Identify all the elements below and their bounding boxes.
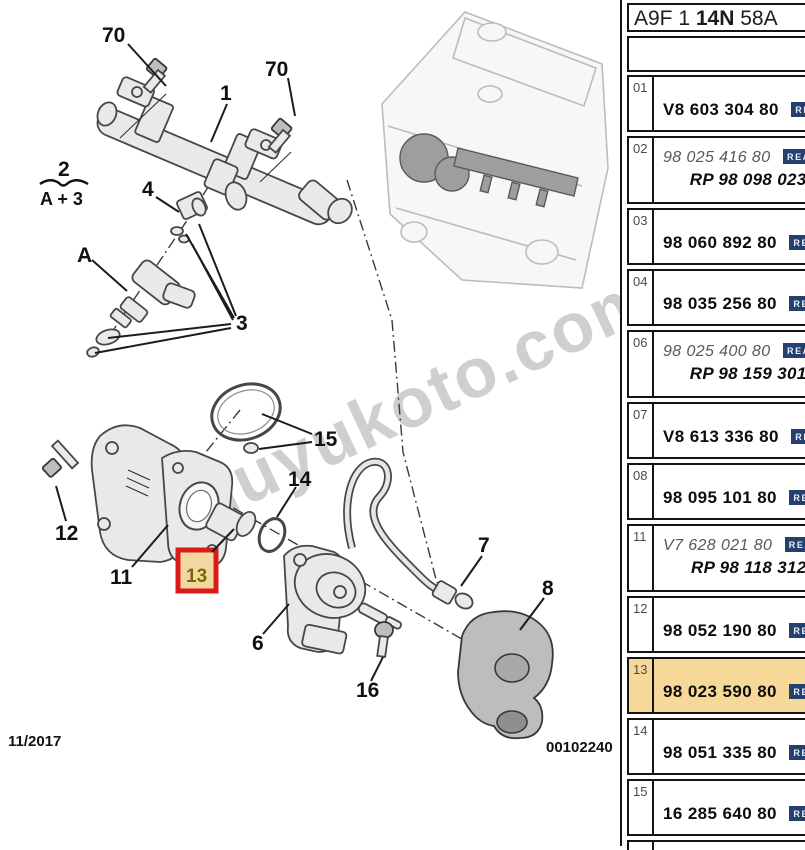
table-row[interactable]: 15 16 285 640 80 REACH: [627, 779, 805, 836]
part-number: 98 060 892 80: [663, 233, 777, 252]
table-row[interactable]: 11 V7 628 021 80 REACH RP 98 118 312 80: [627, 524, 805, 592]
callout-4[interactable]: 4: [142, 178, 154, 201]
row-index: 13: [629, 659, 654, 712]
injector-drawing: [86, 259, 196, 358]
exploded-parts-diagram: duyukoto.com: [8, 11, 620, 756]
part-number: 98 023 590 80: [663, 682, 777, 701]
callout-a-plus-3: A + 3: [40, 189, 83, 209]
row-index: 01: [629, 77, 654, 130]
part-number: 98 025 416 80: [663, 149, 771, 166]
plate-code-suffix: 58A: [734, 7, 778, 30]
part-number: 98 051 335 80: [663, 743, 777, 762]
callout-12[interactable]: 12: [55, 522, 78, 545]
rail-bolt-left-drawing: [142, 57, 168, 94]
table-row[interactable]: 02 98 025 416 80 REACH RP 98 098 023 80: [627, 136, 805, 204]
table-row[interactable]: 06 98 025 400 80 REACH RP 98 159 301 80: [627, 330, 805, 398]
reach-badge[interactable]: REACH: [791, 102, 805, 117]
callout-15[interactable]: 15: [314, 428, 338, 451]
reach-badge[interactable]: REACH: [789, 623, 805, 638]
table-row[interactable]: 01 V8 603 304 80 REACH: [627, 75, 805, 132]
cover-drawing: [457, 610, 554, 740]
row-index: 06: [629, 332, 654, 396]
plate-code-bold: 14N: [695, 7, 735, 30]
part-number: 98 025 400 80: [663, 343, 771, 360]
row-index: 02: [629, 138, 654, 202]
oring-large-drawing: [210, 382, 282, 454]
observation-box: [627, 36, 805, 72]
part-number: 98 052 190 80: [663, 621, 777, 640]
row-index: 07: [629, 404, 654, 457]
reach-badge[interactable]: REACH: [782, 343, 805, 358]
table-row[interactable]: 07 V8 613 336 80 REACH: [627, 402, 805, 459]
fuel-rail-drawing: [96, 76, 353, 226]
hp-pump-drawing: [283, 544, 402, 655]
callout-70-left[interactable]: 70: [102, 24, 125, 47]
callout-7[interactable]: 7: [478, 534, 490, 557]
table-row-partial: [627, 840, 805, 850]
hp-pipe-drawing: [343, 457, 474, 610]
reach-badge[interactable]: REACH: [789, 745, 805, 760]
replacement-part-number: RP 98 118 312 80: [691, 558, 805, 577]
callout-14[interactable]: 14: [288, 468, 312, 491]
row-index: 15: [629, 781, 654, 834]
row-index: 04: [629, 271, 654, 324]
callout-1[interactable]: 1: [220, 82, 232, 105]
callout-3[interactable]: 3: [236, 312, 248, 335]
pump-bolt-drawing: [374, 621, 394, 658]
table-row[interactable]: 13 98 023 590 80 REACH: [627, 657, 805, 714]
table-row[interactable]: 14 98 051 335 80 REACH: [627, 718, 805, 775]
callout-2: 2: [58, 158, 70, 181]
housing-bolt-drawing: [41, 439, 80, 478]
table-row[interactable]: 04 98 035 256 80 REACH: [627, 269, 805, 326]
row-index: 08: [629, 465, 654, 518]
watermark-text: duyukoto.com: [178, 256, 620, 539]
plate-code-header: A9F 1 14N 58A: [627, 3, 805, 32]
reach-badge[interactable]: REACH: [784, 537, 805, 552]
reach-badge[interactable]: REACH: [789, 490, 805, 505]
part-number: V7 628 021 80: [663, 537, 773, 554]
replacement-part-number: RP 98 098 023 80: [689, 170, 805, 189]
selected-part-box: [175, 547, 219, 594]
part-number: 98 095 101 80: [663, 488, 777, 507]
rail-bolt-right-drawing: [267, 117, 293, 154]
callout-13-selected[interactable]: 13: [186, 566, 207, 587]
table-row[interactable]: 12 98 052 190 80 REACH: [627, 596, 805, 653]
row-index: 12: [629, 598, 654, 651]
part-number: 98 035 256 80: [663, 294, 777, 313]
callout-70-right[interactable]: 70: [265, 58, 288, 81]
row-index: 14: [629, 720, 654, 773]
reach-badge[interactable]: REACH: [789, 235, 805, 250]
bushing-drawing: [205, 502, 257, 542]
row-index: 11: [629, 526, 654, 590]
part-number: V8 613 336 80: [663, 427, 779, 446]
oring-small-drawing: [257, 517, 287, 553]
reach-badge[interactable]: REACH: [789, 806, 805, 821]
reach-badge[interactable]: REACH: [789, 684, 805, 699]
assembly-group-label[interactable]: 2 A + 3: [39, 158, 89, 209]
replacement-part-number: RP 98 159 301 80: [689, 364, 805, 383]
pump-housing-drawing: [90, 424, 234, 569]
reach-badge[interactable]: REACH: [791, 429, 805, 444]
callout-6[interactable]: 6: [252, 632, 264, 655]
part-number: 16 285 640 80: [663, 804, 777, 823]
row-index: 03: [629, 210, 654, 263]
reach-badge[interactable]: REACH: [782, 149, 805, 164]
callout-11[interactable]: 11: [110, 566, 133, 589]
part-number: V8 603 304 80: [663, 100, 779, 119]
callout-a[interactable]: A: [77, 244, 92, 267]
callout-8[interactable]: 8: [542, 577, 554, 600]
date-label: 11/2017: [8, 733, 61, 750]
doc-number-label: 00102240: [546, 739, 613, 756]
table-row[interactable]: 03 98 060 892 80 REACH: [627, 208, 805, 265]
callout-16[interactable]: 16: [356, 679, 379, 702]
collar-drawing: [170, 191, 208, 244]
table-row[interactable]: 08 98 095 101 80 REACH: [627, 463, 805, 520]
table-left-rule: [620, 0, 622, 846]
plate-code-prefix: A9F 1: [634, 7, 696, 30]
parts-table: 01 V8 603 304 80 REACH 02 98 025 416 80 …: [627, 75, 805, 840]
reach-badge[interactable]: REACH: [789, 296, 805, 311]
engine-overview-illustration: [381, 11, 609, 289]
